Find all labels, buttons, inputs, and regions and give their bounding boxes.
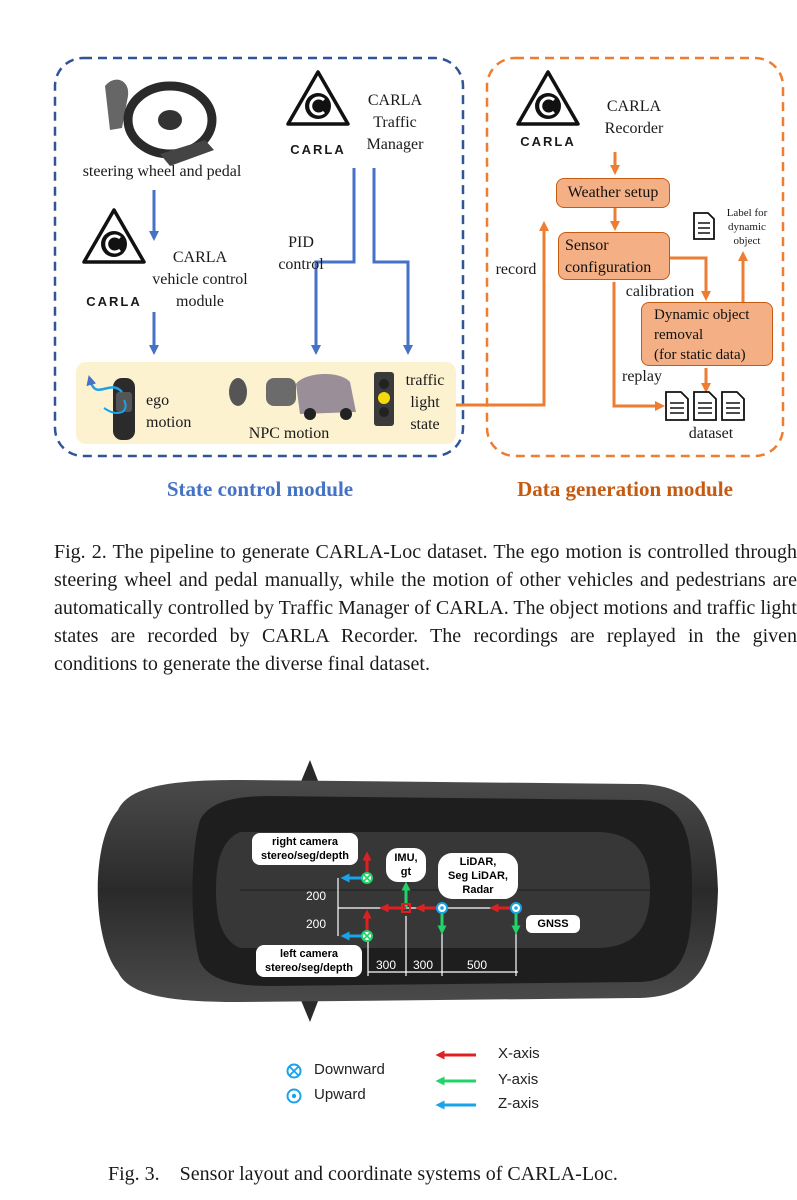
npc-vehicles-icon <box>229 373 356 420</box>
dynamic-object-removal-box: Dynamic object removal (for static data) <box>641 302 773 366</box>
label-document-icon <box>693 212 715 240</box>
left-camera-frame <box>340 909 373 942</box>
data-generation-module-title: Data generation module <box>517 477 733 501</box>
traffic-manager-label: CARLA Traffic Manager <box>366 92 424 153</box>
dataset-label: dataset <box>688 425 734 442</box>
lidar-frame <box>415 902 448 935</box>
flow-tm-to-npc <box>311 168 356 355</box>
flow-calibration <box>670 256 711 301</box>
upward-legend-label: Upward <box>314 1086 366 1103</box>
steering-wheel-icon <box>105 79 217 166</box>
weather-setup-box: Weather setup <box>556 178 670 208</box>
label-for-dynamic-object: Label for dynamic object <box>726 207 768 247</box>
record-label: record <box>495 261 537 278</box>
fig2-caption: Fig. 2. The pipeline to generate CARLA-L… <box>54 541 797 675</box>
dim-500: 500 <box>467 958 488 972</box>
lidar-callout: LiDAR, Seg LiDAR, Radar <box>438 853 518 899</box>
fig3-caption: Fig. 3. Sensor layout and coordinate sys… <box>108 1163 618 1185</box>
dataset-document-icon <box>665 391 745 421</box>
downward-legend-label: Downward <box>314 1061 385 1078</box>
dim-300-first: 300 <box>376 958 397 972</box>
z-axis-legend-label: Z-axis <box>498 1095 539 1112</box>
x-axis-legend-label: X-axis <box>498 1045 540 1062</box>
vehicle-control-label: CARLA vehicle control module <box>152 249 248 310</box>
left-camera-callout: left camera stereo/seg/depth <box>256 945 362 977</box>
replay-label: replay <box>622 368 662 385</box>
calibration-label: calibration <box>625 283 695 300</box>
dim-200-upper: 200 <box>306 889 327 903</box>
carla-logo-text-recorder: CARLA <box>520 134 576 149</box>
steering-label: steering wheel and pedal <box>82 163 242 180</box>
carla-logo-traffic-manager <box>286 70 350 126</box>
carla-logo-text-tm: CARLA <box>290 142 346 157</box>
y-axis-legend-label: Y-axis <box>498 1071 539 1088</box>
carla-logo-vehicle-control <box>82 208 146 264</box>
carla-logo-text-vehicle: CARLA <box>86 294 142 309</box>
gnss-frame <box>489 902 522 935</box>
gnss-callout: GNSS <box>526 915 580 933</box>
imu-frame <box>379 881 411 913</box>
traffic-light-icon <box>374 372 394 426</box>
sensor-layout-diagram <box>97 760 719 1110</box>
ego-motion-label: ego motion <box>146 392 192 431</box>
ego-car-icon <box>86 375 135 440</box>
motion-band <box>76 362 456 444</box>
carla-logo-recorder <box>516 70 580 126</box>
dim-300-second: 300 <box>413 958 434 972</box>
imu-callout: IMU, gt <box>386 848 426 882</box>
figure-3: right camera stereo/seg/depth left camer… <box>0 740 797 1140</box>
dim-200-lower: 200 <box>306 917 327 931</box>
right-camera-callout: right camera stereo/seg/depth <box>252 833 358 865</box>
data-module-frame <box>485 56 785 458</box>
state-control-module-title: State control module <box>166 477 354 501</box>
flow-record <box>456 221 549 407</box>
flow-replay <box>612 282 665 411</box>
pipeline-diagram <box>53 56 785 458</box>
recorder-label: CARLA Recorder <box>604 98 664 137</box>
downward-symbol-icon <box>286 1063 302 1079</box>
flow-tm-to-light <box>372 168 413 355</box>
figure-2: CARLA CARLA CARLA steering wheel and ped… <box>0 0 797 520</box>
npc-motion-label: NPC motion <box>248 425 330 442</box>
sensor-configuration-box: Sensor configuration <box>558 232 670 280</box>
right-camera-frame <box>340 851 373 884</box>
pid-control-label: PID control <box>278 234 324 273</box>
traffic-light-label: traffic light state <box>405 372 445 433</box>
upward-symbol-icon <box>286 1088 302 1104</box>
car-top-view <box>97 760 719 1022</box>
